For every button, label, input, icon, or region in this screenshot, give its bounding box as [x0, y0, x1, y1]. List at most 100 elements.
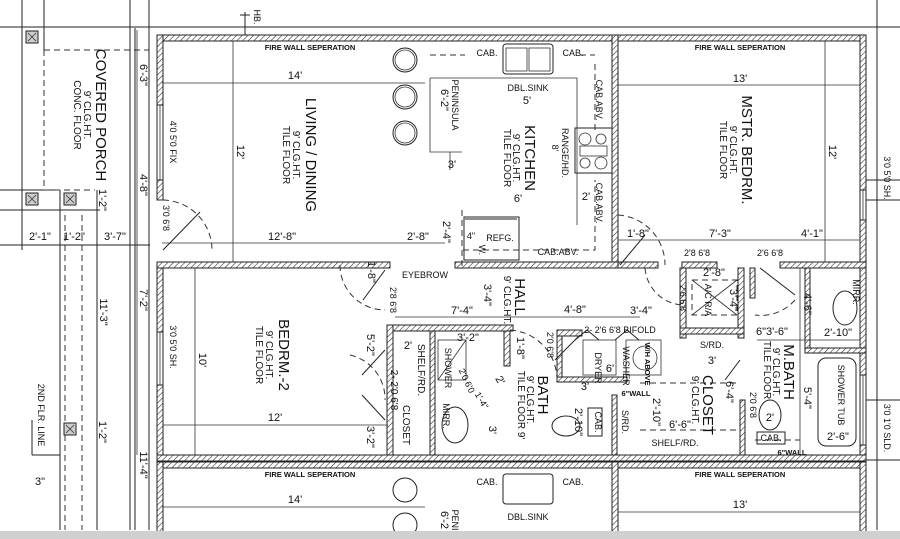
dimension-label: 2'-10"	[824, 327, 852, 339]
room-bath: BATH 9' CLG.HT. TILE FLOOR 9'	[515, 371, 551, 440]
cabinet-label: CAB.	[760, 433, 781, 443]
cabinet-above-label: CAB.ABV.	[538, 247, 579, 257]
refrigerator-gap-label: 4"	[467, 231, 475, 241]
door-label: 2'8 6'8	[388, 287, 398, 313]
dimension-label: 2'-4"	[440, 221, 452, 243]
dimension-label: 3'	[708, 355, 716, 367]
floor-label: TILE FLOOR	[717, 121, 728, 179]
room-label: LIVING / DINING	[302, 98, 319, 212]
double-sink-label: DBL.SINK	[507, 512, 548, 522]
shelf-label: SHELF/RD.	[415, 344, 426, 396]
mirror-label: MIRR.	[441, 403, 451, 429]
door-label: 2'0 6'8	[545, 332, 555, 358]
room-porch: COVERED PORCH 9' CLG.HT. CONC. FLOOR	[71, 49, 109, 182]
dimension-label: 1'-2"	[96, 421, 108, 443]
opening-labels: 4'0 5'0 FIX 3'0 6'8 3'0 5'0 SH. 3'0 5'0 …	[161, 121, 892, 452]
dimension-label: 6'-6"	[669, 419, 691, 431]
room-kitchen: KITCHEN 9' CLG.HT. TILE FLOOR	[501, 125, 538, 191]
dimension-label: 2'	[766, 412, 774, 424]
door-label: 2'6 6'8	[678, 285, 688, 311]
cabinet-above-label: CAB.ABV.	[594, 80, 604, 121]
dimension-label: 3"	[35, 476, 45, 488]
dimension-label: 14'	[288, 70, 302, 82]
peninsula-label: PENINSULA	[450, 79, 460, 130]
ceiling-label: 9' CLG.HT.	[290, 131, 301, 180]
dimension-label: 12'-8"	[268, 231, 296, 243]
dimension-label: 3'-2"	[364, 426, 376, 448]
refrigerator-label: REFG.	[486, 233, 514, 243]
cabinet-label: CAB.	[593, 411, 603, 432]
cabinet-above-label: CAB.ABV.	[594, 183, 604, 224]
dimension-label: 7'-4"	[451, 305, 473, 317]
dimension-label: 6"3'-6"	[756, 326, 788, 338]
dimension-label: 5'-4"	[801, 387, 813, 409]
firewall-note: FIRE WALL SEPERATION	[695, 43, 786, 52]
dimension-label: 12'	[826, 145, 838, 159]
mirror-label: MIRR.	[851, 279, 861, 305]
dimension-label: 11'-4"	[137, 451, 149, 478]
ceiling-label: 9' CLG.HT.	[81, 91, 92, 140]
firewall-note: FIRE WALL SEPERATION	[265, 43, 356, 52]
dimension-label: 2'-8"	[407, 231, 429, 243]
room-label: HALL	[511, 278, 528, 316]
cabinet-label: CAB.	[476, 477, 497, 487]
ceiling-label: 9' CLG.HT.	[727, 126, 738, 175]
room-label: BATH	[534, 376, 551, 415]
washer-label: WASHER	[621, 346, 631, 386]
dimension-label: 3'-4"	[630, 305, 652, 317]
dimension-label: 6'	[606, 363, 614, 375]
window-label: 3'0 5'0 SH.	[168, 325, 178, 368]
ac-return-label: A/C R/A	[703, 284, 713, 317]
dimension-label: 2'	[404, 340, 412, 352]
water-heater-label: W/H ABOVE	[643, 342, 652, 385]
wall-thickness-note: 6"WALL	[622, 389, 651, 398]
shower-tub-label: SHOWER TUB	[836, 365, 846, 426]
dimension-label: 3'-2"	[457, 332, 479, 344]
dimension-label: 6'-2"	[438, 89, 450, 111]
dimension-label: 2'-1"	[29, 231, 51, 243]
room-label: CLOSET	[400, 405, 411, 445]
dimension-label: 1'-8"	[365, 261, 377, 283]
eyebrow-note: EYEBROW	[402, 270, 449, 280]
notes: FIRE WALL SEPERATION FIRE WALL SEPERATIO…	[36, 9, 861, 530]
dimension-label: 11'-3"	[97, 298, 109, 325]
range-size-label: 8'	[550, 145, 560, 152]
dimension-label: 1'-8"	[627, 228, 649, 240]
dimension-label: 1'-2"	[63, 231, 85, 243]
dimension-labels: 14' 12'-8" 2'-8" 2'-4" 12' 6'-3" 4'-8" 7…	[29, 64, 852, 529]
room-living: LIVING / DINING 9' CLG.HT. TILE FLOOR	[280, 98, 319, 212]
doors	[162, 199, 796, 421]
room-label: BEDRM.-2	[275, 319, 292, 391]
porch-posts	[25, 30, 77, 436]
dimension-label: 3'-4"	[727, 289, 739, 311]
dimension-label: 7'-2"	[137, 289, 149, 311]
firewall-note: FIRE WALL SEPERATION	[695, 470, 786, 479]
room-label: COVERED PORCH	[92, 49, 109, 182]
dimension-label: 14'	[288, 494, 302, 506]
peninsula-label: PENI	[450, 509, 460, 530]
shelf-rod-label: S/RD.	[620, 410, 630, 434]
shelf-rod-label: SHELF/RD.	[651, 438, 698, 448]
room-master-bedroom: MSTR. BEDRM. 9' CLG.HT. TILE FLOOR	[717, 95, 755, 204]
dimension-label: 7'-3"	[709, 228, 731, 240]
dimension-label: 5'	[523, 95, 531, 107]
floor-label: TILE FLOOR	[761, 341, 772, 399]
dimension-label: 1'-2"	[96, 189, 108, 211]
range-label: RANGE/HD.	[560, 128, 570, 178]
wall-thickness-note: 6"WALL	[778, 448, 807, 457]
hose-bib-note: HB.	[252, 9, 262, 24]
bath-fixtures	[437, 279, 858, 447]
dimension-label: 13'	[733, 73, 747, 85]
room-walk-in-closet: CLOSET 9' CLG.HT.	[689, 375, 716, 435]
floor-label: TILE FLOOR	[280, 126, 291, 184]
door-label: 2- 2'0 6'8	[388, 370, 399, 411]
water-label: W.	[477, 245, 487, 256]
room-label: M.BATH	[780, 344, 797, 400]
dimension-label: 2'-6"	[827, 431, 849, 443]
room-hall: HALL 9' CLG.HT.	[501, 276, 528, 325]
door-label: 3'0 6'8	[161, 205, 171, 231]
dimension-label: 3'	[448, 159, 456, 171]
floor-label: CONC. FLOOR	[71, 80, 82, 149]
